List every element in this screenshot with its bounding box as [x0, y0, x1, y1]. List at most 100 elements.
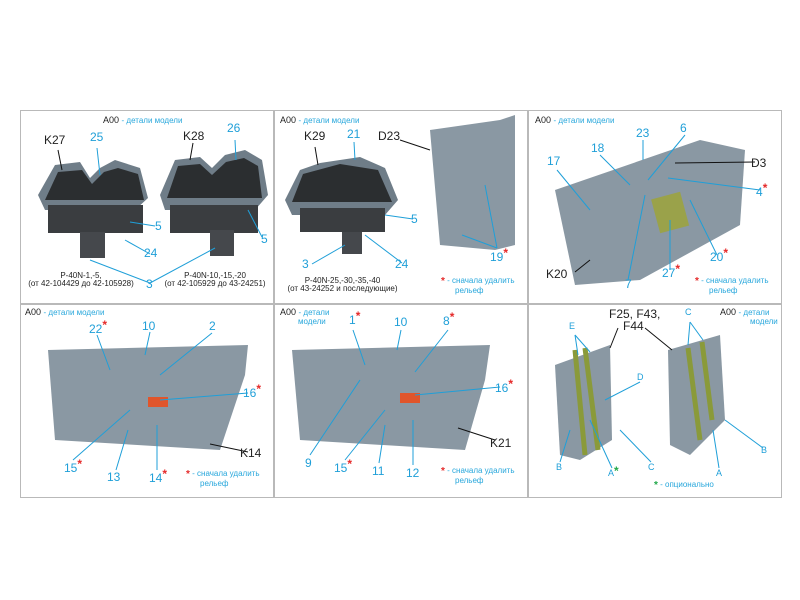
label-f25-f43: F25, F43,: [609, 307, 661, 321]
part-ref: A00: [25, 307, 42, 317]
note-optional: * - опционально: [654, 481, 714, 491]
label-24: 24: [144, 246, 158, 260]
label-2: 2: [209, 319, 216, 333]
dashboard-k28-illustration: [160, 150, 268, 256]
label-k14: K14: [240, 446, 262, 460]
label-24: 24: [395, 257, 409, 271]
caption-left-line2: (от 42-104429 до 42-105928): [28, 279, 134, 288]
label-d23: D23: [378, 129, 401, 143]
panel-27-illustration: [651, 191, 690, 234]
label-27: 27*: [662, 263, 680, 280]
label-b-right: B: [761, 445, 768, 455]
label-1-text: 1: [349, 313, 356, 327]
label-11: 11: [372, 464, 385, 478]
parts-label: - детали модели: [553, 116, 615, 125]
label-13: 13: [107, 470, 121, 484]
panel-right-console: [528, 110, 782, 304]
label-d3: D3: [751, 156, 767, 170]
label-a-text: A: [608, 468, 615, 478]
red-star-icon: *: [762, 181, 768, 195]
label-5: 5: [155, 219, 162, 233]
caption-line2: (от 43-24252 и последующие): [287, 284, 398, 293]
parts-label-line1: - детали: [738, 308, 770, 317]
label-15-text: 15: [64, 461, 78, 475]
label-k29: K29: [304, 129, 326, 143]
label-8-text: 8: [443, 314, 450, 328]
label-k20: K20: [546, 267, 568, 281]
caption-line1: P-40N-25,-30,-35,-40: [304, 276, 381, 285]
console-k20-illustration: [555, 140, 745, 285]
console-k21-illustration: [292, 345, 490, 450]
label-1: 1*: [349, 310, 360, 327]
red-star-icon: *: [355, 309, 361, 323]
panel-left-console-b: [274, 304, 528, 498]
panel4-header: A00 - детали модели: [25, 308, 104, 317]
label-12: 12: [406, 466, 420, 480]
label-14: 14*: [149, 468, 167, 485]
red-star-icon: *: [723, 246, 729, 260]
label-5: 5: [411, 212, 418, 226]
panel-d23-illustration: [430, 115, 515, 250]
panel-left-console-a: [20, 304, 274, 498]
label-e: E: [569, 321, 576, 331]
part-16b-illustration: [400, 393, 420, 403]
label-14-text: 14: [149, 471, 163, 485]
parts-label: - детали модели: [121, 116, 183, 125]
label-26: 26: [227, 121, 241, 135]
label-18: 18: [591, 141, 605, 155]
caption-right: P-40N-10,-15,-20(от 42-105929 до 43-2425…: [159, 272, 271, 288]
label-5-right: 5: [261, 232, 268, 246]
note-line1: - сначала удалить: [447, 276, 515, 285]
label-k28: K28: [183, 129, 205, 143]
note-line1: - сначала удалить: [701, 276, 769, 285]
part-ref: A00: [535, 115, 552, 125]
label-a-right: A: [716, 468, 723, 478]
note-line2: рельеф: [455, 476, 484, 485]
red-star-icon: *: [503, 246, 509, 260]
note-line1: - сначала удалить: [192, 469, 260, 478]
parts-label-line2: модели: [298, 317, 326, 326]
label-8: 8*: [443, 311, 454, 328]
green-star-icon: *: [654, 480, 658, 491]
label-d: D: [637, 372, 644, 382]
green-star-icon: *: [614, 464, 619, 478]
label-22-text: 22: [89, 322, 103, 336]
red-star-icon: *: [186, 469, 190, 480]
part-ref: A00: [103, 115, 120, 125]
label-27-text: 27: [662, 266, 676, 280]
dashboard-k27-illustration: [38, 160, 148, 258]
label-k21: K21: [490, 436, 512, 450]
label-3: 3: [302, 257, 309, 271]
label-k27: K27: [44, 133, 66, 147]
note-line2: рельеф: [709, 286, 738, 295]
label-25: 25: [90, 130, 104, 144]
label-15: 15*: [64, 458, 82, 475]
caption-right-line1: P-40N-10,-15,-20: [184, 271, 246, 280]
label-23: 23: [636, 126, 650, 140]
part-ref: A00: [280, 115, 297, 125]
red-star-icon: *: [675, 262, 681, 276]
part-ref: A00: [720, 307, 737, 317]
note-line2: рельеф: [200, 479, 229, 488]
label-b-left: B: [556, 462, 563, 472]
label-20-text: 20: [710, 250, 724, 264]
note-line2: рельеф: [455, 286, 484, 295]
red-star-icon: *: [256, 382, 262, 396]
red-star-icon: *: [441, 276, 445, 287]
label-20: 20*: [710, 247, 728, 264]
label-f44: F44: [623, 319, 644, 333]
label-19: 19*: [490, 247, 508, 263]
label-16: 16*: [495, 378, 513, 394]
panel1-header: A00 - детали модели: [103, 116, 182, 125]
leader-lines: [72, 134, 764, 471]
panel-dashboard-late: [274, 110, 528, 304]
caption-left-line1: P-40N-1,-5,: [60, 271, 102, 280]
panel3-header: A00 - детали модели: [535, 116, 614, 125]
label-c-left: C: [648, 462, 655, 472]
caption: P-40N-25,-30,-35,-40(от 43-24252 и после…: [285, 277, 400, 293]
